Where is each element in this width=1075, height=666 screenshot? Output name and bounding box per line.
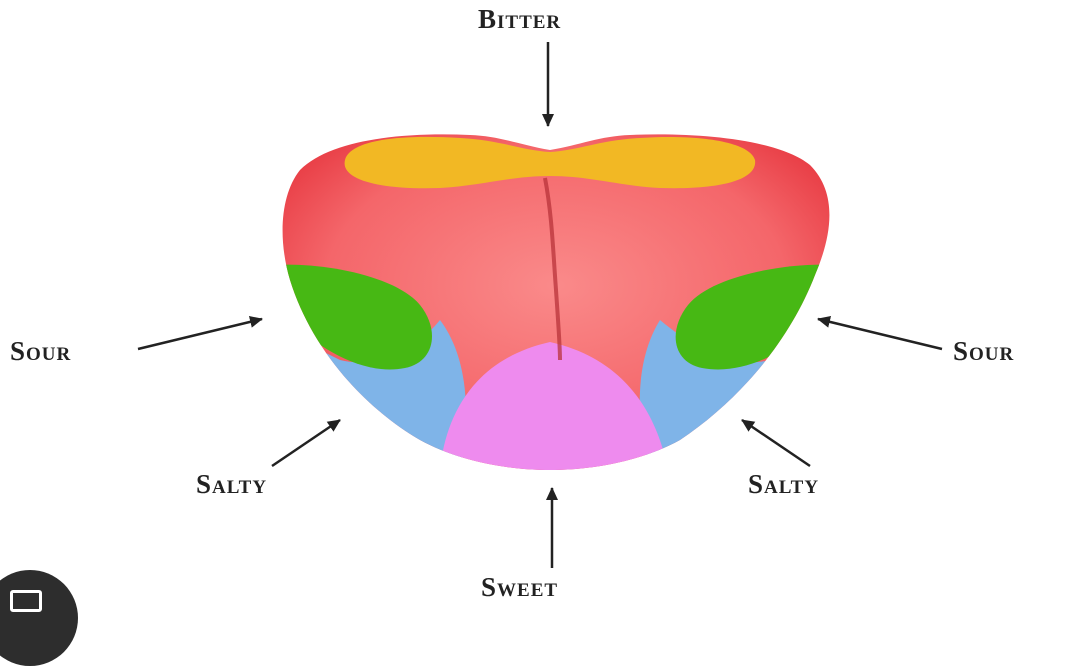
arrow-sour-left bbox=[138, 319, 262, 349]
label-salty-right: Salty bbox=[748, 469, 819, 500]
label-bitter: Bitter bbox=[478, 4, 561, 35]
tongue-taste-map bbox=[0, 0, 1075, 607]
arrow-salty-left bbox=[272, 420, 340, 466]
label-sweet: Sweet bbox=[481, 572, 558, 603]
label-salty-left: Salty bbox=[196, 469, 267, 500]
arrow-salty-right bbox=[742, 420, 810, 466]
arrow-sour-right bbox=[818, 319, 942, 349]
label-sour-right: Sour bbox=[953, 336, 1014, 367]
label-sour-left: Sour bbox=[10, 336, 71, 367]
